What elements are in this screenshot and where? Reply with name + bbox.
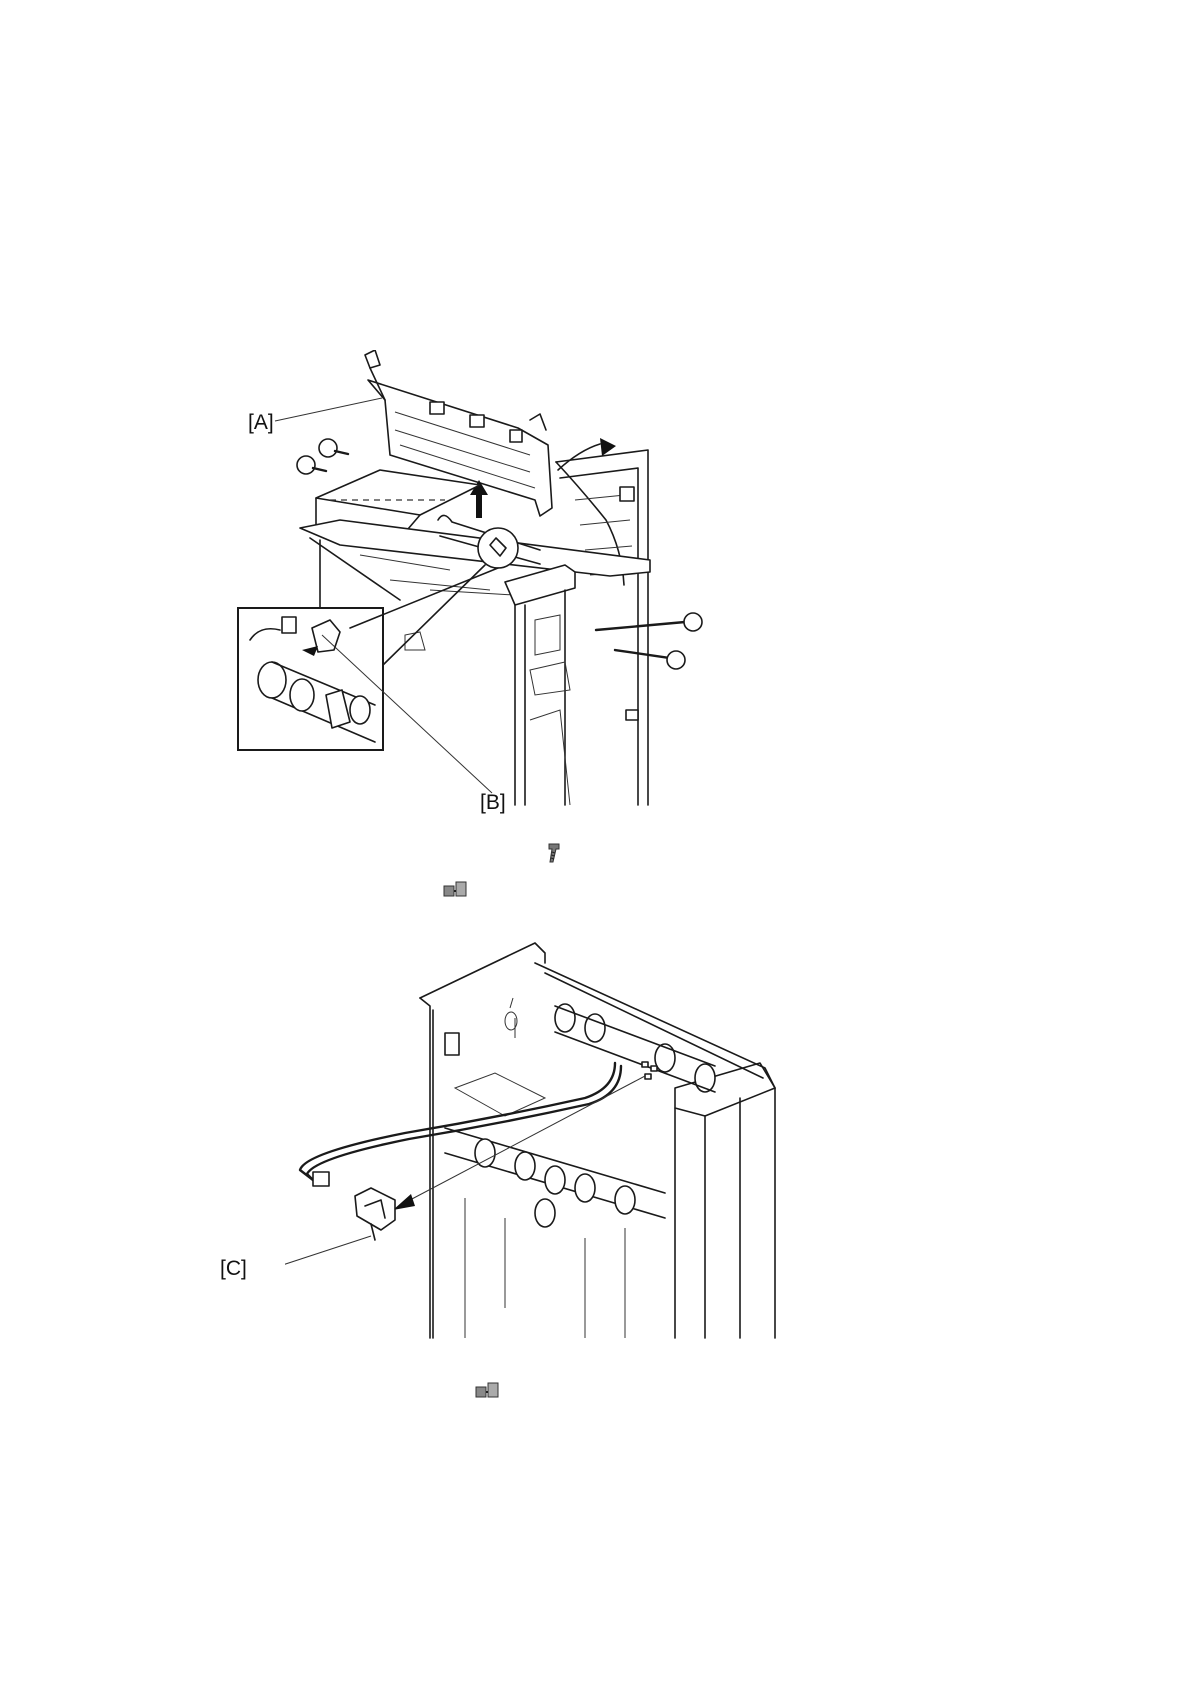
connector-icon	[442, 880, 470, 900]
cover-removal-illustration	[230, 350, 790, 870]
screw-icon	[297, 439, 348, 474]
sensor-removal-illustration	[285, 938, 785, 1348]
callout-b: [B]	[480, 792, 506, 814]
figure-cover-removal	[230, 350, 790, 870]
screw-icon	[596, 613, 702, 669]
screw-icon	[543, 842, 563, 866]
callout-c: [C]	[220, 1258, 247, 1280]
callout-a: [A]	[248, 412, 274, 434]
figure-sensor-removal	[285, 938, 785, 1348]
connector-icon	[474, 1381, 502, 1401]
